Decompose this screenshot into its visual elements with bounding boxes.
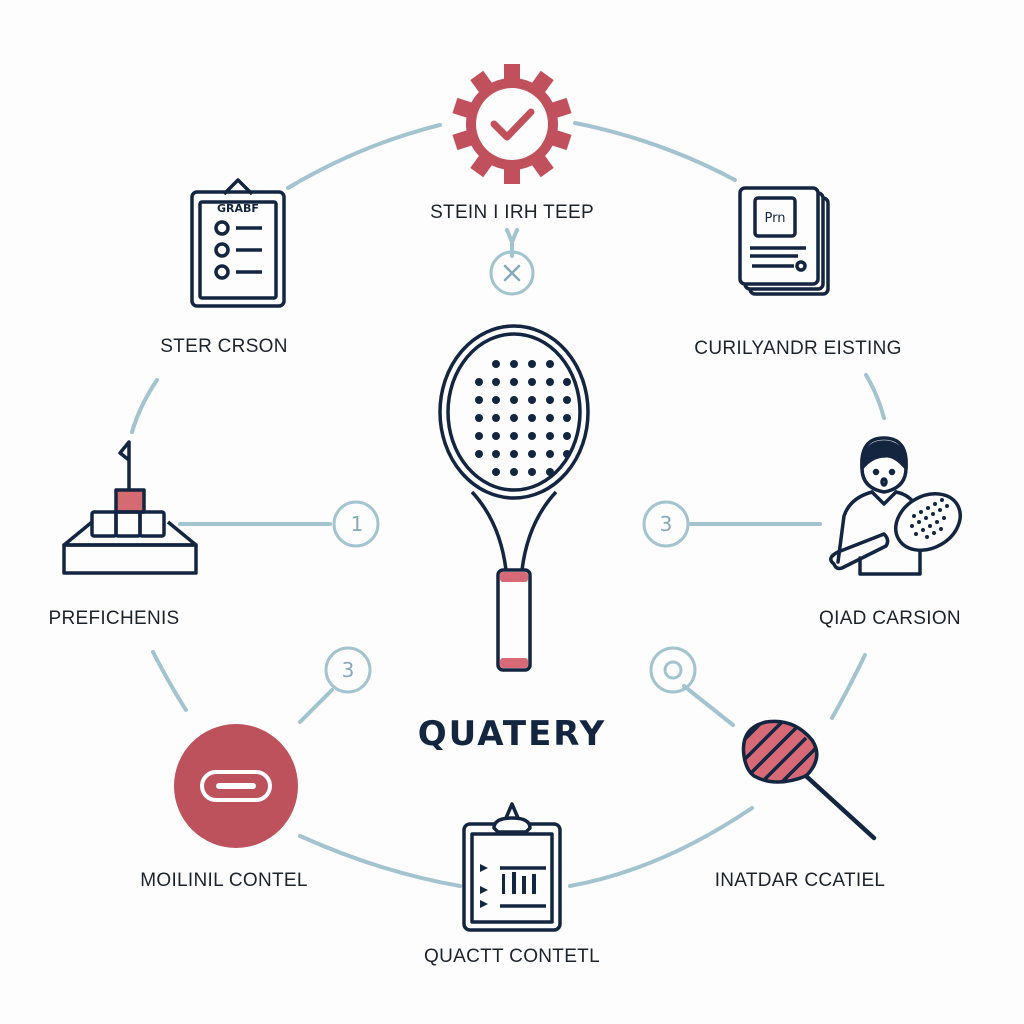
node-label-bottom-left: MOILINIL CONTEL [140, 870, 308, 891]
gear-check-icon [452, 64, 572, 184]
player-with-racket-icon [829, 436, 962, 576]
node-label-top: STEIN I IRH TEEP [430, 202, 594, 223]
step-badge-3-bottom-left: 3 [341, 658, 355, 682]
node-label-top-right: CURILYANDR EISTING [694, 338, 902, 359]
top-badge-circle [489, 250, 535, 296]
node-label-top-left: STER CRSON [160, 336, 288, 357]
striped-racket-icon [741, 719, 877, 841]
red-circle-toggle-icon [174, 724, 298, 848]
podium-flag-icon [62, 440, 198, 575]
node-label-left: PREFICHENIS [48, 608, 180, 629]
node-label-right: QIAD CARSION [819, 608, 961, 629]
padel-racket-icon [438, 324, 590, 672]
step-badge-3-right: 3 [659, 512, 673, 536]
node-label-bottom-right: INATDAR CCATIEL [714, 870, 886, 891]
document-preview-text: Prn [765, 211, 786, 226]
clipboard-list-icon [462, 802, 562, 932]
clipboard-heading: GRABF [217, 202, 259, 215]
clipboard-checklist-icon: GRABF [190, 178, 286, 308]
diagram-title: QUATERY [417, 714, 607, 754]
node-label-bottom: QUACTT CONTETL [424, 946, 600, 967]
document-stack-icon: Prn [738, 186, 830, 296]
step-badge-1: 1 [350, 512, 364, 536]
